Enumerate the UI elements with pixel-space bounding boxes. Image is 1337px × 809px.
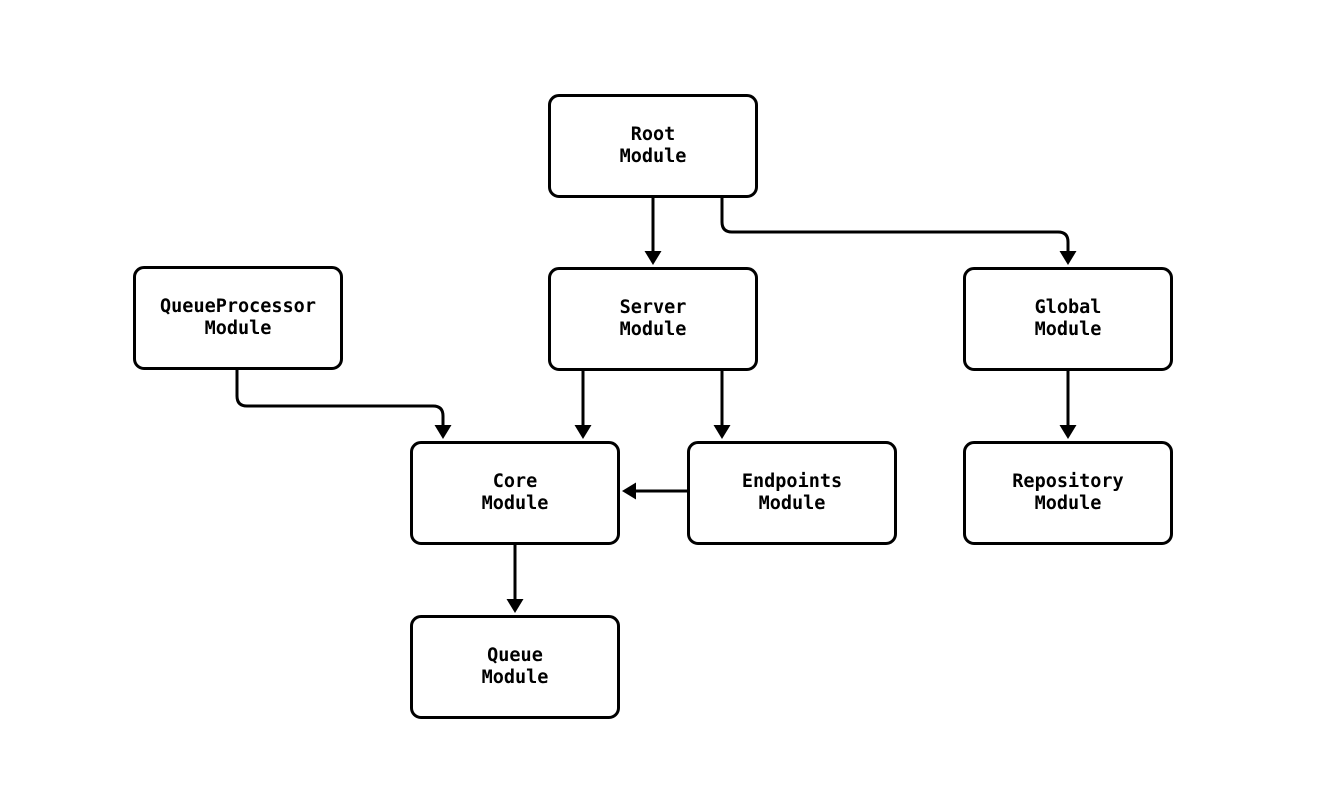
node-endpoints-label-line2: Module xyxy=(758,493,826,514)
edge-queueprocessor-to-core xyxy=(235,370,445,426)
node-core-label-line2: Module xyxy=(481,493,549,514)
node-repository-label-line1: Repository xyxy=(1012,471,1124,492)
node-global-label-line2: Module xyxy=(1034,319,1102,340)
arrowhead-root-to-server xyxy=(644,251,662,265)
node-queueprocessor-label-line1: QueueProcessor xyxy=(160,296,316,317)
node-global-label-line1: Global xyxy=(1034,297,1102,318)
arrowhead-endpoints-to-core xyxy=(622,482,636,500)
node-server-label-line2: Module xyxy=(619,319,687,340)
arrowhead-queueprocessor-to-core xyxy=(434,425,452,439)
node-root-label-line1: Root xyxy=(630,124,676,145)
node-repository-label-line2: Module xyxy=(1034,493,1102,514)
node-core-label-line1: Core xyxy=(492,471,538,492)
arrowhead-server-to-endpoints xyxy=(713,425,731,439)
node-queue-label-line2: Module xyxy=(481,667,549,688)
node-root-label-line2: Module xyxy=(619,146,687,167)
arrowhead-server-to-core xyxy=(574,425,592,439)
node-server-label-line1: Server xyxy=(619,297,687,318)
node-queue-label-line1: Queue xyxy=(487,645,543,666)
node-queueprocessor-label-line2: Module xyxy=(204,318,272,339)
node-endpoints-label-line1: Endpoints xyxy=(741,471,843,492)
arrowhead-root-to-global xyxy=(1059,251,1077,265)
arrowhead-global-to-repository xyxy=(1059,425,1077,439)
arrowhead-core-to-queue xyxy=(506,599,524,613)
edge-root-to-global xyxy=(720,198,1070,252)
